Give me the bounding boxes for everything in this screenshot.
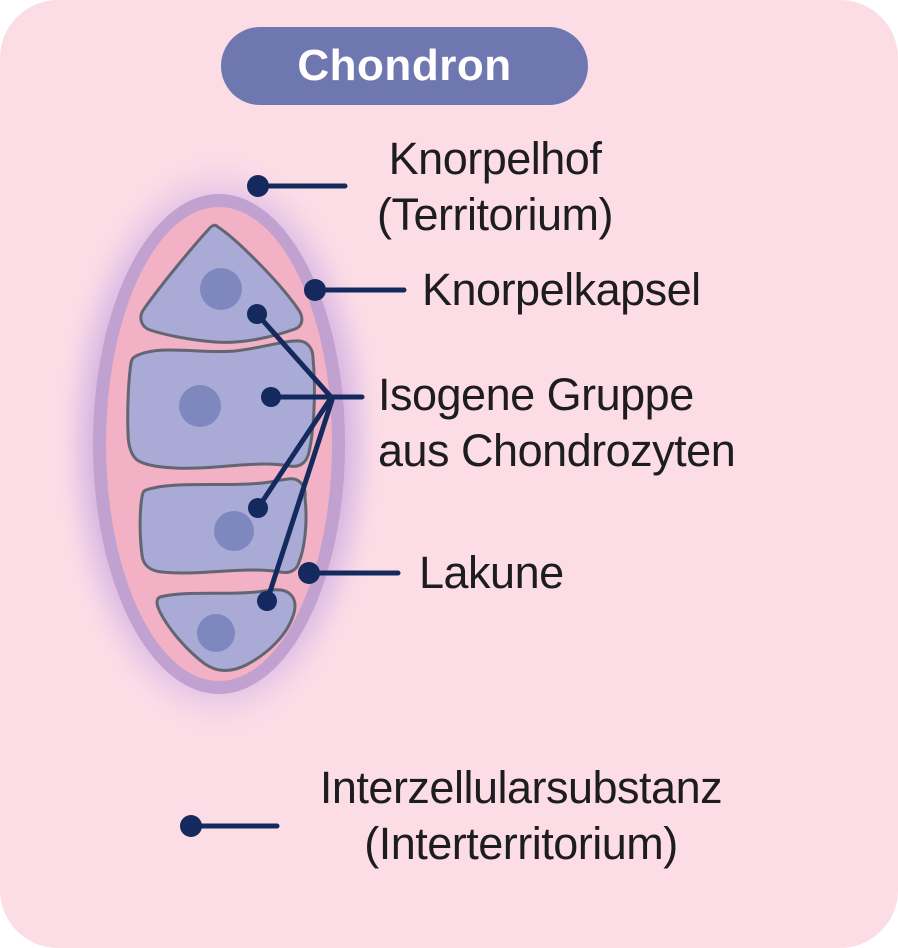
lakune-pointer-dot <box>298 562 320 584</box>
isogene-pointer-dot-cell4 <box>257 591 277 611</box>
chondrocyte-cell-2 <box>126 339 316 470</box>
nucleus-cell-4 <box>197 614 235 652</box>
isogene-pointer-dot-cell1 <box>247 304 267 324</box>
nucleus-cell-2 <box>179 385 221 427</box>
isogene-pointer-line-cell1 <box>254 311 334 400</box>
label-isogene-gruppe: Isogene Gruppe aus Chondrozyten <box>378 369 736 476</box>
page-title: Chondron <box>297 41 512 90</box>
isogene-pointer-dot-cell2 <box>261 387 281 407</box>
isogene-pointer-line-cell3 <box>255 395 334 511</box>
knorpelhof-pointer-dot <box>247 175 269 197</box>
label-knorpelkapsel: Knorpelkapsel <box>422 264 701 315</box>
isogene-pointer-dot-cell3 <box>248 498 268 518</box>
label-lakune: Lakune <box>419 547 564 598</box>
title-pill: Chondron <box>221 27 588 105</box>
nucleus-cell-1 <box>200 268 242 310</box>
interzellular-pointer-dot <box>180 815 202 837</box>
knorpelkapsel-pointer-dot <box>304 279 326 301</box>
isogene-pointer-line-cell4 <box>264 397 335 604</box>
label-interzellularsubstanz: Interzellularsubstanz (Interterritorium) <box>319 762 723 869</box>
label-knorpelhof-territorium: Knorpelhof (Territorium) <box>377 133 614 240</box>
nucleus-cell-3 <box>214 511 254 551</box>
